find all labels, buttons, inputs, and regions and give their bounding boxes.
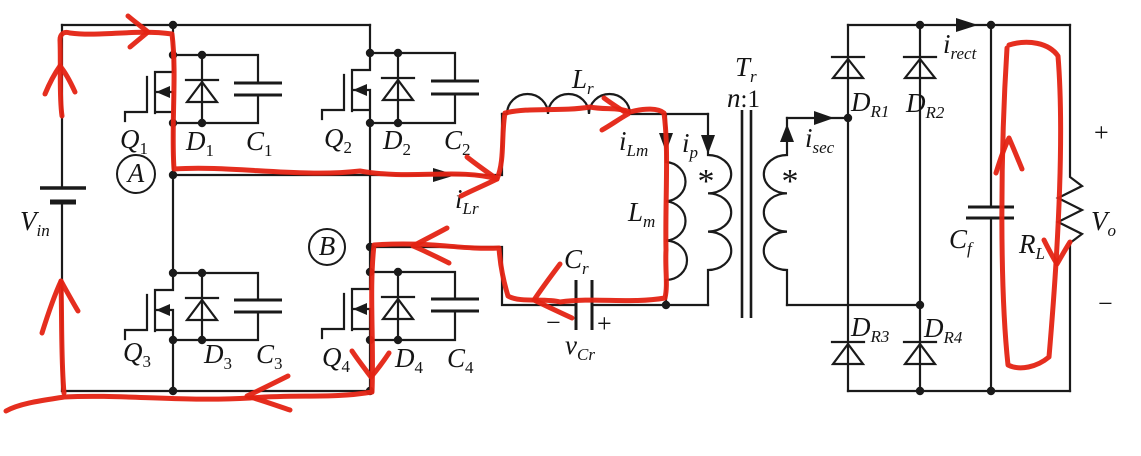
node-b-letter: B [319, 231, 336, 261]
label-vo: Vo [1091, 206, 1116, 240]
isec-right-arrow [814, 111, 834, 125]
primary-winding [706, 112, 733, 307]
primary-dot-marker: * [698, 163, 715, 200]
transformer-tr [706, 110, 922, 318]
output-rectifier [830, 23, 1085, 393]
ip-arrow [701, 135, 715, 154]
label-dr4: DR4 [923, 313, 963, 347]
left-arrowhead-node-b [410, 225, 452, 266]
left-arrowhead-bottom-rail [244, 373, 293, 413]
left-bottom-upstroke [58, 278, 67, 396]
label-c4: C4 [447, 343, 474, 377]
label-d3: D3 [203, 339, 232, 373]
right-arrowhead-top-rail [125, 13, 151, 50]
body-diode-d2 [380, 51, 416, 125]
mosfet-arrow [353, 303, 367, 315]
snubber-cap-c1 [171, 53, 282, 125]
label-ip: ip [682, 128, 698, 162]
label-lr: Lr [571, 64, 594, 98]
mosfet-q2 [320, 51, 372, 125]
label-c2: C2 [444, 125, 471, 159]
rectifier-diode-dr3 [830, 340, 866, 366]
secondary-dot-marker: * [782, 163, 799, 200]
label-vcr: vCr [565, 330, 595, 364]
down-arrowhead-q4 [349, 348, 392, 380]
label-q4: Q4 [322, 342, 351, 376]
label-cr: Cr [564, 244, 589, 278]
current-arrows [433, 18, 978, 182]
label-q1: Q1 [120, 124, 148, 158]
primary-loop-stroke [3, 29, 670, 414]
output-loop-stroke [999, 39, 1064, 371]
inductor-lr [500, 92, 710, 116]
node-a-marker: A [116, 154, 156, 194]
red-output-current-loop [993, 39, 1073, 371]
label-dr3: DR3 [850, 312, 889, 346]
node-b-marker: B [308, 228, 346, 266]
labels: Vin Q1 D1 C1 Q2 D2 C2 Q3 D3 C3 Q4 D4 C4 … [20, 29, 1116, 377]
label-d2: D2 [382, 125, 411, 159]
snubber-cap-c2 [368, 51, 479, 125]
mosfet-q3 [123, 271, 175, 342]
label-cr-plus: + [597, 309, 612, 338]
up-arrowhead-left-bottom [39, 278, 81, 336]
label-ilm: iLm [619, 126, 648, 160]
isec-up-arrow [780, 124, 794, 142]
left-arrowhead-cr [531, 261, 575, 321]
body-diode-d3 [184, 271, 220, 342]
label-isec: isec [805, 123, 835, 157]
primary-loop-arrowheads [39, 13, 631, 413]
body-diode-d1 [184, 53, 220, 125]
mosfet-arrow [156, 86, 170, 98]
label-cr-minus: − [546, 308, 561, 337]
node-a-letter: A [126, 158, 145, 188]
red-primary-current-path [3, 13, 670, 414]
label-lm: Lm [627, 197, 655, 231]
label-q2: Q2 [324, 123, 352, 157]
down-arrowhead-rl-branch [1041, 237, 1073, 267]
irect-arrow [956, 18, 978, 32]
secondary-winding [762, 116, 789, 307]
inductor-lm [664, 112, 689, 307]
label-dr1: DR1 [850, 87, 889, 121]
body-diode-d4 [380, 270, 416, 342]
label-dr2: DR2 [905, 88, 945, 122]
label-q3: Q3 [123, 337, 151, 371]
rectifier-diode-dr2 [902, 55, 938, 80]
up-arrowhead-cf-branch [993, 135, 1025, 176]
mosfet-q4 [320, 270, 372, 342]
load-resistor-rl [1055, 23, 1085, 393]
label-rl: RL [1018, 229, 1045, 263]
right-arrowhead-ilr [458, 154, 500, 199]
right-arrowhead-lr [599, 95, 631, 133]
label-out-minus: − [1098, 289, 1113, 318]
filter-cap-cf [966, 23, 1014, 393]
transformer-core [740, 110, 753, 318]
label-ilr: iLr [455, 184, 479, 218]
label-vin: Vin [20, 206, 50, 240]
snubber-cap-c4 [368, 270, 479, 342]
mosfet-q1 [123, 53, 175, 125]
up-arrowhead-left-top [42, 63, 78, 97]
mosfet-arrow [156, 304, 170, 316]
label-irect: irect [943, 29, 978, 63]
resonant-cap-cr [574, 280, 594, 330]
label-d4: D4 [394, 343, 424, 377]
label-c1: C1 [246, 126, 273, 160]
rectifier-diode-dr1 [830, 55, 866, 80]
label-cf: Cf [949, 224, 974, 258]
label-out-plus: + [1094, 118, 1109, 147]
label-tr: Tr [735, 52, 757, 86]
label-c3: C3 [256, 339, 283, 373]
label-d1: D1 [185, 126, 214, 160]
label-turns-ratio: n:1 [727, 83, 760, 113]
mosfet-arrow [353, 84, 367, 96]
rectifier-diode-dr4 [902, 340, 938, 366]
snubber-cap-c3 [171, 271, 282, 342]
